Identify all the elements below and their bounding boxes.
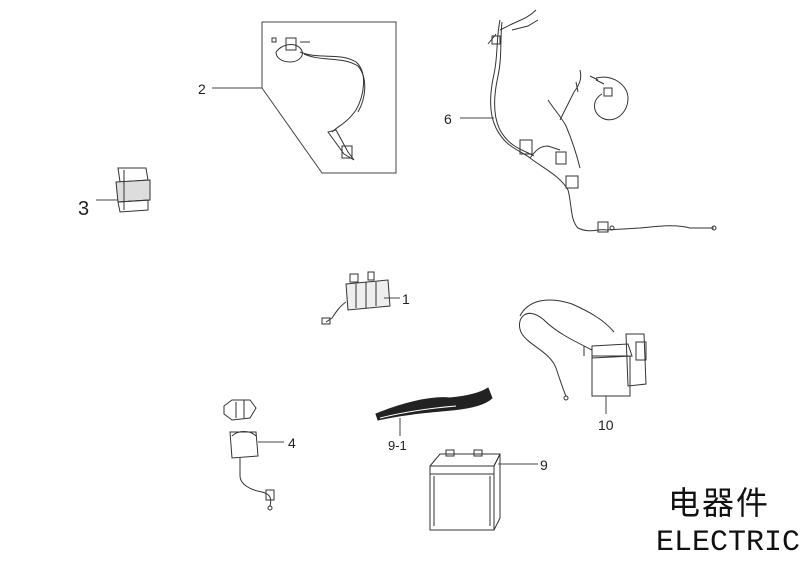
callout-9-1: 9-1 (388, 438, 407, 453)
part-6-wiring-harness (488, 10, 716, 232)
callout-3: 3 (78, 198, 89, 220)
part-1-regulator (322, 272, 390, 324)
callout-6: 6 (444, 111, 452, 127)
part-9-battery (430, 450, 500, 530)
part-3-relay (116, 168, 150, 212)
title-chinese: 电器件 (668, 484, 771, 522)
callout-10: 10 (598, 417, 614, 433)
part-4-horn (224, 400, 274, 510)
title-english: ELECTRIC (656, 526, 801, 560)
callout-2: 2 (198, 81, 206, 97)
part-10-ignition-unit (519, 300, 646, 400)
callout-4: 4 (288, 435, 296, 451)
callout-1: 1 (402, 291, 410, 307)
callout-9: 9 (540, 457, 548, 473)
part-2-ignition-coil (262, 22, 396, 173)
part-9-1-battery-strap (376, 388, 492, 420)
